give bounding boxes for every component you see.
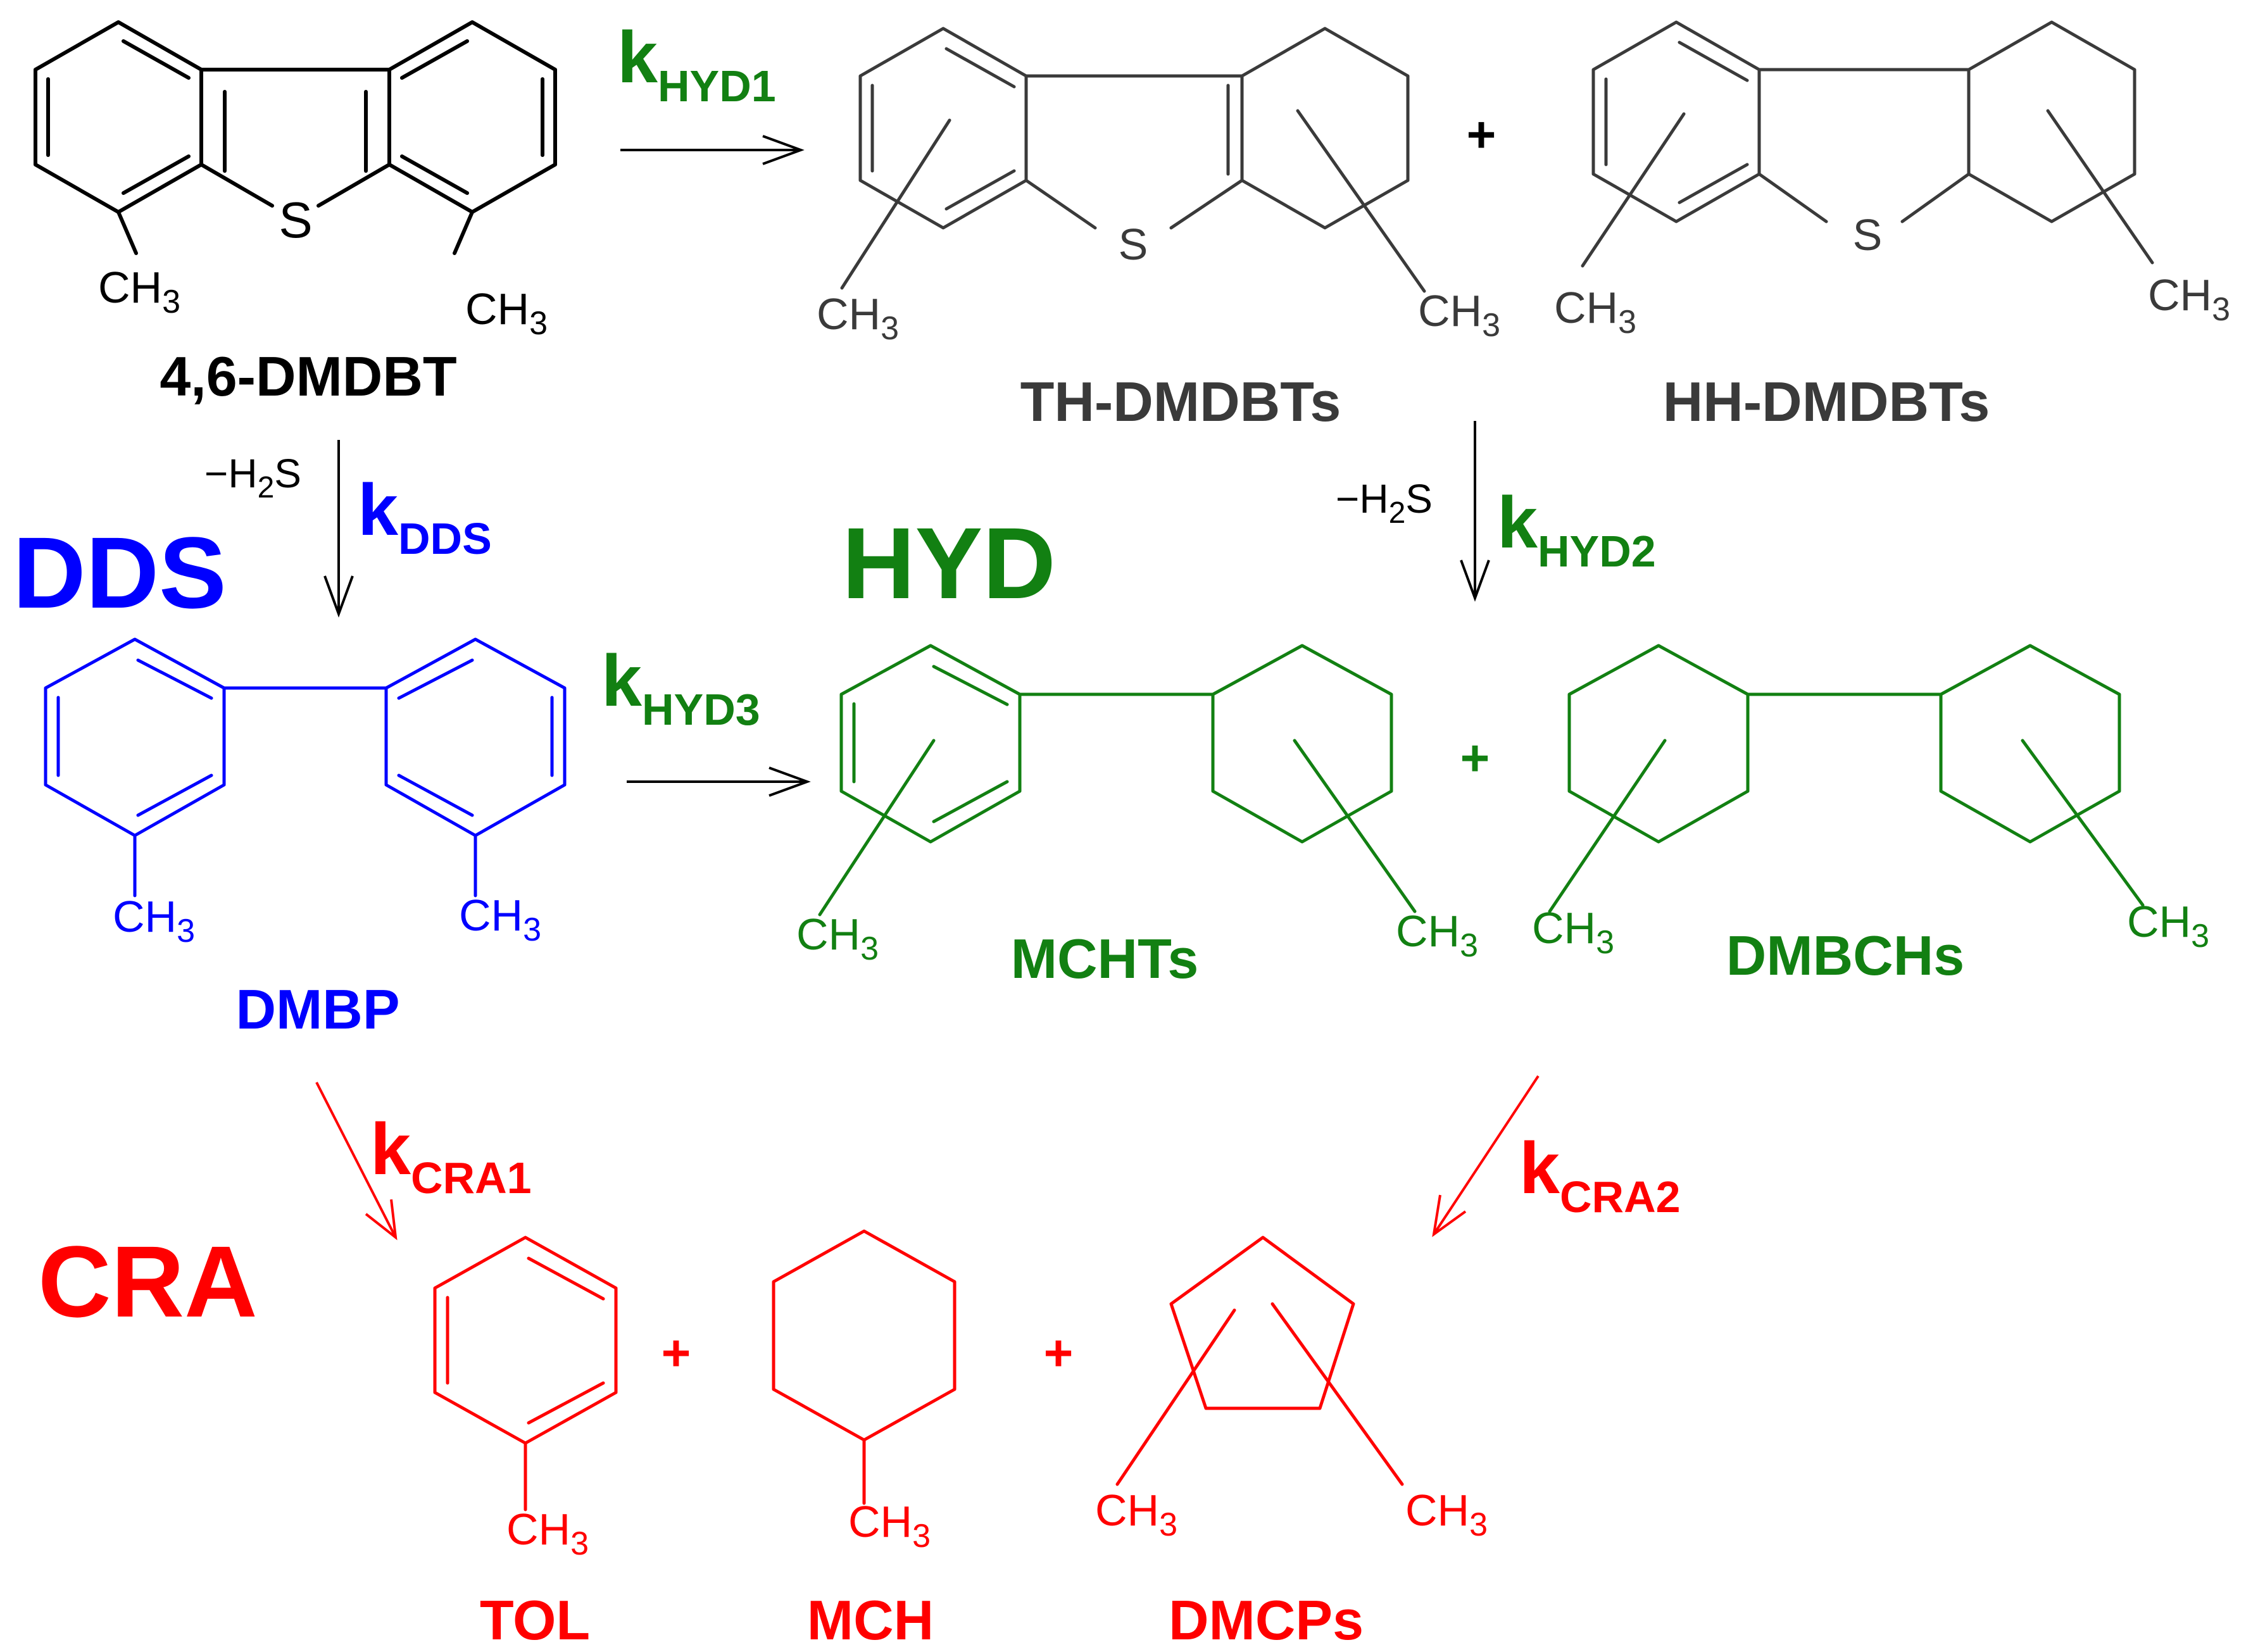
arrow-hyd3: [627, 767, 811, 797]
sulfur-label: S: [1853, 210, 1883, 260]
svg-text:CH3: CH3: [1554, 283, 1636, 341]
svg-text:CH3: CH3: [796, 910, 879, 967]
methyl-subscript: 3: [1460, 927, 1478, 964]
pathway-title-hyd: HYD: [842, 506, 1056, 620]
compound-label-dmbp: DMBP: [235, 978, 399, 1041]
methyl-label: CH: [848, 1497, 912, 1546]
methyl-label: CH: [1418, 286, 1482, 335]
dmbp-structure: [44, 637, 567, 898]
methyl-label: CH: [1095, 1486, 1159, 1535]
dmbp-atom-labels: CH3 CH3: [113, 891, 541, 949]
compound-label-dmbchs: DMBCHs: [1726, 924, 1964, 987]
methyl-subscript: 3: [2191, 918, 2209, 954]
rate-constant-dds: kDDS: [358, 470, 492, 563]
mch-atom-label: CH3: [848, 1497, 931, 1555]
hh-dmdbt-structure: [1581, 20, 2154, 268]
methyl-label: CH: [1554, 283, 1618, 332]
svg-text:CH3: CH3: [113, 892, 195, 949]
tol-atom-label: CH3: [506, 1505, 589, 1562]
plus-sign: +: [662, 1325, 691, 1381]
svg-text:CH3: CH3: [1418, 286, 1500, 344]
methyl-subscript: 3: [1596, 924, 1614, 961]
sulfur-label: S: [1119, 220, 1148, 269]
dmbch-atom-labels: CH3 CH3: [1532, 897, 2209, 961]
methyl-label: CH: [1396, 906, 1460, 956]
svg-text:CH3: CH3: [98, 263, 180, 320]
svg-text:CH3: CH3: [817, 289, 899, 347]
methyl-subscript: 3: [162, 284, 180, 320]
rate-constant-hyd2: kHYD2: [1497, 482, 1656, 576]
methyl-subscript: 3: [1159, 1506, 1177, 1543]
dmcp-atom-labels: CH3 CH3: [1095, 1486, 1488, 1543]
svg-text:CH3: CH3: [1095, 1486, 1177, 1543]
tol-structure: [433, 1236, 618, 1511]
rate-constant-cra2: kCRA2: [1519, 1128, 1681, 1222]
compound-label-hh-dmdbts: HH-DMDBTs: [1663, 370, 1990, 433]
dmcp-structure: [1115, 1236, 1404, 1486]
methyl-label: CH: [98, 263, 162, 312]
methyl-label: CH: [796, 910, 860, 959]
svg-text:CH3: CH3: [1532, 903, 1614, 961]
methyl-subscript: 3: [570, 1525, 589, 1562]
dmdbt-atom-labels: S CH3 CH3: [98, 192, 548, 342]
methyl-label: CH: [459, 891, 523, 940]
pathway-title-cra: CRA: [38, 1225, 258, 1338]
methyl-subscript: 3: [1618, 304, 1636, 341]
plus-sign: +: [1460, 730, 1490, 786]
svg-text:CH3: CH3: [1405, 1486, 1488, 1543]
plus-sign: +: [1467, 106, 1496, 163]
svg-text:CH3: CH3: [1396, 906, 1478, 964]
compound-label-th-dmdbts: TH-DMDBTs: [1020, 370, 1341, 433]
methyl-label: CH: [465, 284, 529, 334]
svg-text:CH3: CH3: [459, 891, 541, 948]
methyl-subscript: 3: [177, 913, 195, 949]
dmbch-structure: [1548, 644, 2145, 913]
h2s-elimination-label: −H2S: [1336, 476, 1433, 530]
methyl-label: CH: [1532, 903, 1596, 953]
pathway-title-dds: DDS: [13, 516, 227, 629]
methyl-label: CH: [2148, 270, 2212, 320]
methyl-label: CH: [506, 1505, 570, 1554]
arrow-dds: [323, 440, 354, 618]
rate-constant-hyd1: kHYD1: [617, 17, 776, 111]
compound-label-dmcps: DMCPs: [1169, 1589, 1364, 1651]
methyl-label: CH: [1405, 1486, 1469, 1535]
rate-constant-cra1: kCRA1: [370, 1109, 532, 1203]
compound-label-mchts: MCHTs: [1011, 927, 1199, 990]
dmdbt-structure: [34, 20, 557, 255]
rate-constant-hyd3: kHYD3: [601, 641, 760, 734]
methyl-subscript: 3: [529, 305, 548, 342]
compound-label-tol: TOL: [480, 1589, 590, 1651]
th-dmdbt-atom-labels: S CH3 CH3: [817, 220, 1500, 347]
methyl-label: CH: [2127, 897, 2191, 946]
hh-dmdbt-atom-labels: S CH3 CH3: [1554, 210, 2230, 341]
th-dmdbt-structure: [840, 27, 1426, 293]
mch-structure: [772, 1229, 957, 1505]
compound-label-mch: MCH: [807, 1589, 934, 1651]
methyl-subscript: 3: [1469, 1506, 1488, 1543]
arrow-cra2: [1432, 1075, 1540, 1237]
svg-text:CH3: CH3: [465, 284, 548, 342]
arrow-hyd2: [1460, 421, 1490, 602]
methyl-subscript: 3: [912, 1518, 931, 1555]
methyl-subscript: 3: [2212, 291, 2230, 328]
compound-label-dmdbt: 4,6-DMDBT: [160, 345, 456, 408]
svg-text:CH3: CH3: [2127, 897, 2209, 954]
arrow-hyd1: [620, 135, 805, 165]
methyl-subscript: 3: [881, 310, 899, 347]
methyl-label: CH: [113, 892, 177, 941]
methyl-subscript: 3: [523, 911, 541, 948]
methyl-subscript: 3: [1482, 307, 1500, 344]
arrow-cra1: [315, 1082, 398, 1241]
methyl-label: CH: [817, 289, 881, 339]
mcht-atom-labels: CH3 CH3: [796, 906, 1478, 967]
h2s-elimination-label: −H2S: [204, 451, 301, 504]
sulfur-label: S: [279, 192, 312, 248]
plus-sign: +: [1044, 1325, 1074, 1381]
svg-text:CH3: CH3: [2148, 270, 2230, 328]
methyl-subscript: 3: [860, 930, 879, 967]
mcht-structure: [818, 644, 1417, 917]
